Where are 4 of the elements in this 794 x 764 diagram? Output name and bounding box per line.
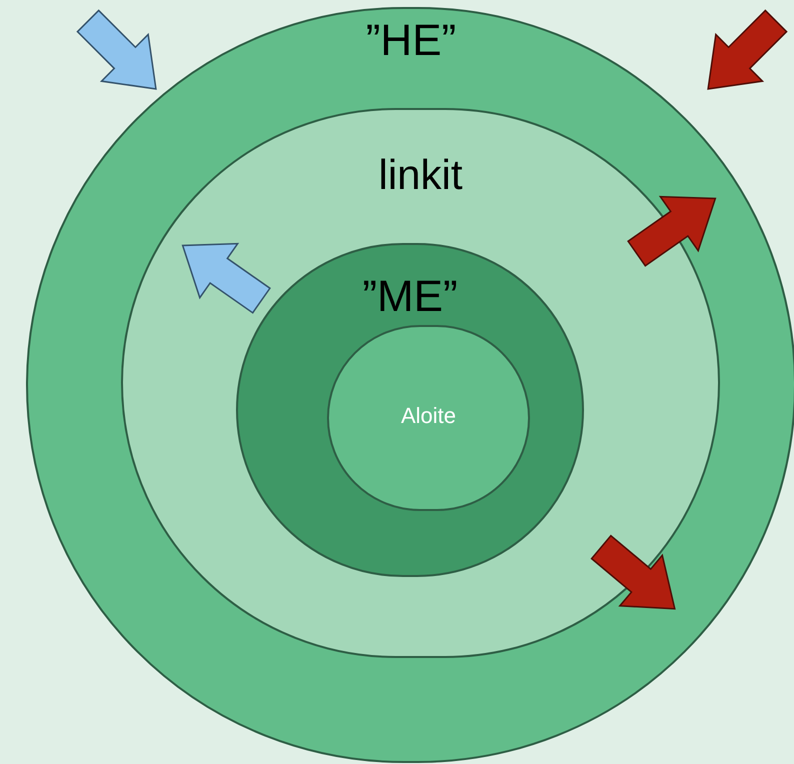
ring-label: ”ME” bbox=[362, 275, 458, 319]
ring-label: linkit bbox=[378, 154, 463, 196]
ring-label: ”HE” bbox=[366, 19, 456, 63]
ring-label: Aloite bbox=[400, 405, 456, 427]
